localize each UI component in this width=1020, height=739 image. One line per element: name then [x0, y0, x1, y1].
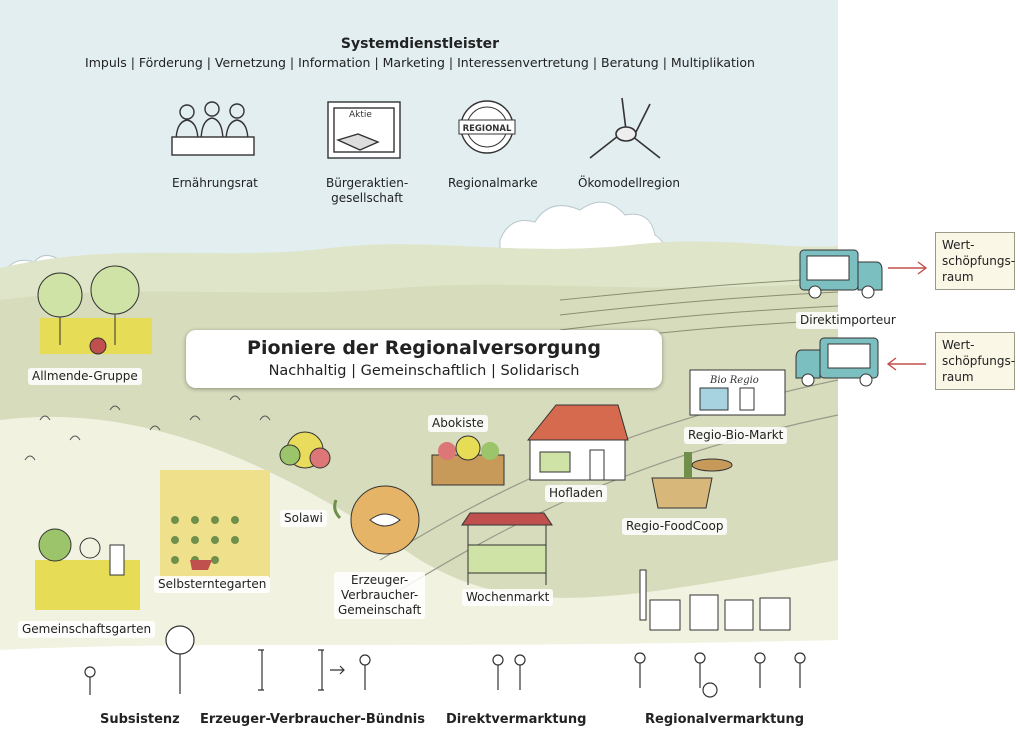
center-banner: Pioniere der Regionalversorgung Nachhalt…	[186, 330, 662, 388]
bottom-label-buendnis: Erzeuger-Verbraucher-Bündnis	[200, 712, 425, 727]
label-regionalmarke: Regionalmarke	[448, 176, 538, 190]
basket-icon	[651, 452, 733, 509]
bottom-figures	[84, 625, 806, 698]
center-subtitle: Nachhaltig | Gemeinschaftlich | Solidari…	[268, 363, 580, 379]
farm-shop-icon	[526, 404, 629, 481]
field-plants	[24, 395, 271, 461]
label-oekomodellregion: Ökomodellregion	[578, 176, 680, 190]
council-icon	[171, 101, 255, 156]
label-solawi: Solawi	[280, 510, 327, 527]
vegetable-box-icon	[431, 435, 505, 486]
arrow-in-icon	[886, 357, 926, 371]
page-subtitle: Impuls | Förderung | Vernetzung | Inform…	[85, 55, 755, 70]
bio-market-icon	[689, 369, 786, 416]
label-buergeraktien: Bürgeraktien- gesellschaft	[326, 176, 409, 205]
seal-text: REGIONAL	[463, 124, 512, 134]
bottom-label-regionalvermarktung: Regionalvermarktung	[645, 712, 805, 727]
value-space-out: Wert- schöpfungs- raum	[935, 232, 1015, 290]
certificate-text: Aktie	[349, 110, 372, 120]
city-skyline-icon	[639, 569, 791, 631]
bottom-label-direktvermarktung: Direktvermarktung	[446, 712, 587, 727]
page-title: Systemdienstleister	[340, 36, 500, 52]
label-allmende: Allmende-Gruppe	[28, 368, 142, 385]
share-certificate-icon	[327, 101, 401, 159]
handshake-icon	[333, 485, 420, 555]
field-rows	[559, 277, 839, 346]
label-direktimporteur: Direktimporteur	[796, 312, 900, 329]
orchard-icon	[37, 265, 152, 355]
value-space-in: Wert- schöpfungs- raum	[935, 332, 1015, 390]
arrow-out-icon	[888, 261, 928, 275]
label-hofladen: Hofladen	[545, 485, 607, 502]
label-gemeinschaftsgarten: Gemeinschaftsgarten	[18, 621, 156, 638]
delivery-truck-out-icon	[799, 249, 883, 299]
solawi-icon	[279, 431, 331, 469]
label-erzeuger-verbraucher-gemeinschaft: Erzeuger- Verbraucher- Gemeinschaft	[334, 572, 426, 619]
harvest-garden-icon	[160, 470, 270, 578]
label-ernaehrungsrat: Ernährungsrat	[172, 176, 258, 190]
label-regio-foodcoop: Regio-FoodCoop	[622, 518, 728, 535]
label-abokiste: Abokiste	[428, 415, 488, 432]
label-wochenmarkt: Wochenmarkt	[462, 589, 554, 606]
foreground	[0, 640, 838, 735]
bottom-label-subsistenz: Subsistenz	[100, 712, 180, 727]
label-selbsterntegarten: Selbsterntegarten	[154, 576, 271, 593]
delivery-truck-in-icon	[795, 337, 879, 387]
market-stall-icon	[461, 512, 553, 585]
shop-sign: Bio Regio	[709, 375, 759, 386]
community-garden-icon	[35, 528, 140, 610]
joined-hands-icon	[589, 97, 661, 159]
regional-seal-icon	[458, 100, 516, 154]
center-title: Pioniere der Regionalversorgung	[247, 337, 601, 359]
label-regio-bio-markt: Regio-Bio-Markt	[684, 427, 788, 444]
cloud	[499, 201, 665, 256]
